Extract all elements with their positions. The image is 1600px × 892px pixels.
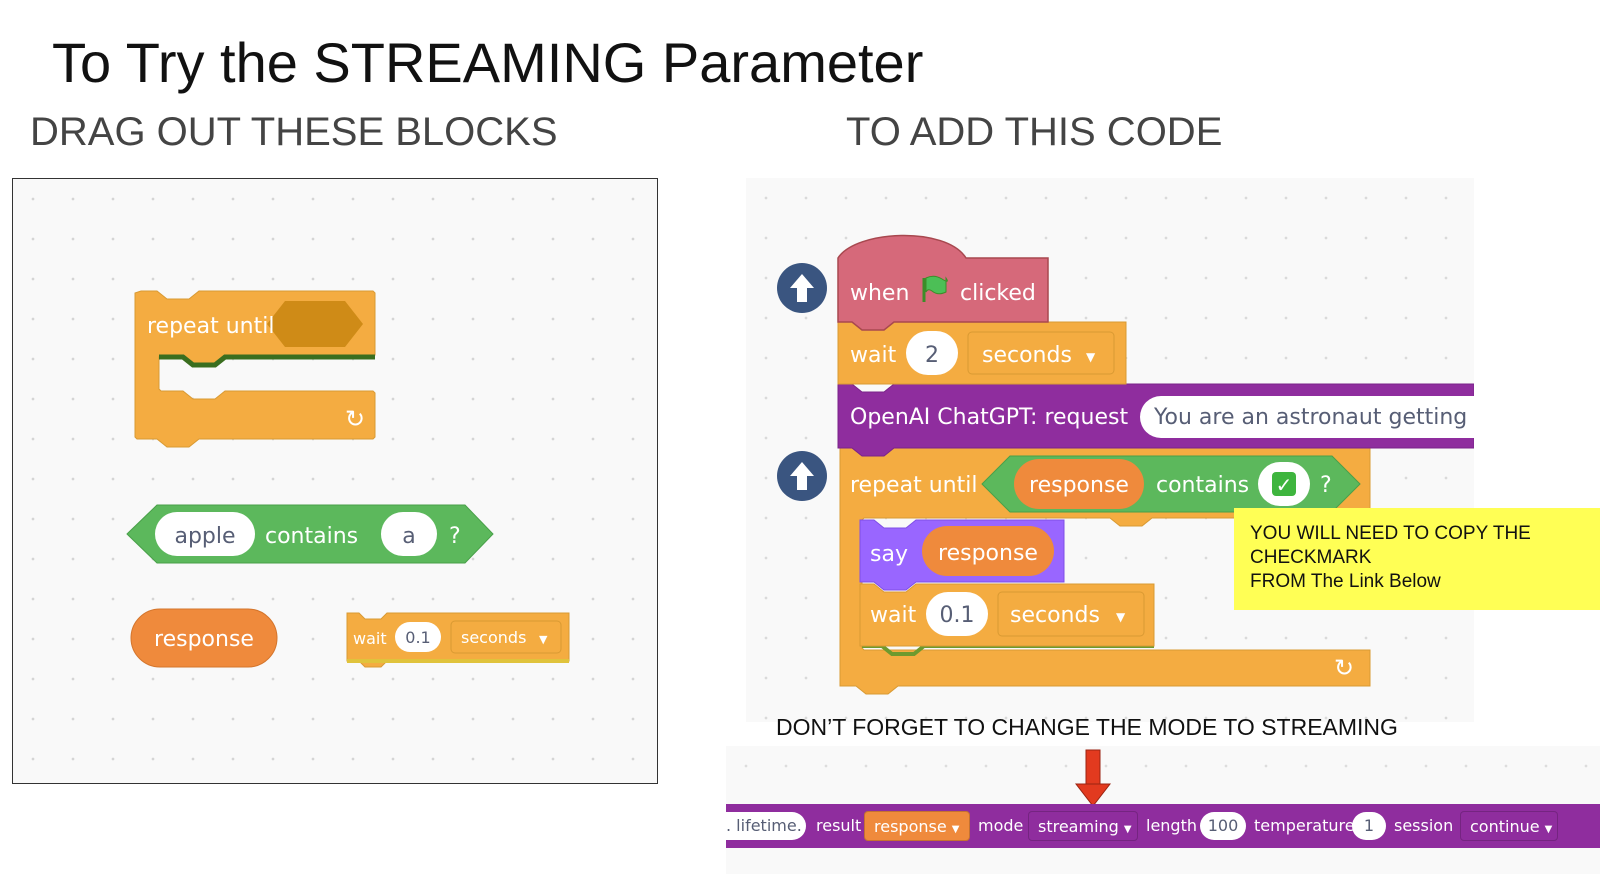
code-script: repeat until response contains ✓ ? ↻ say…	[777, 234, 1474, 695]
say-response-reporter[interactable]	[922, 526, 1054, 576]
mode-value: streaming	[1038, 817, 1119, 836]
temperature-input[interactable]: 1	[1352, 812, 1386, 840]
wait-value-small: 0.1	[405, 628, 430, 647]
session-value: continue	[1470, 817, 1540, 836]
say-label: say	[870, 542, 908, 567]
wait-unit-dropdown-small[interactable]	[450, 620, 562, 654]
wait-inner-unit: seconds	[1010, 603, 1100, 628]
wait-block-small[interactable]: wait 0.1 seconds ▼	[346, 612, 570, 668]
contains-right-input[interactable]	[381, 512, 437, 556]
wait-inner-value: 0.1	[940, 603, 975, 628]
openai-request-block[interactable]: OpenAI ChatGPT: request You are an astro…	[837, 383, 1474, 457]
left-heading: DRAG OUT THESE BLOCKS	[30, 110, 558, 154]
openai-request-label: OpenAI ChatGPT: request	[850, 405, 1128, 430]
mode-label: mode	[978, 816, 1024, 835]
repeat-until-label: repeat until	[147, 314, 274, 339]
blocks-palette-panel: repeat until ↻ apple contains a ? respon…	[12, 178, 658, 784]
prompt-input[interactable]	[1140, 396, 1474, 438]
response-reporter[interactable]	[1014, 459, 1144, 509]
contains-right-text: a	[402, 524, 415, 549]
checkmark-note: YOU WILL NEED TO COPY THE CHECKMARK FROM…	[1234, 508, 1600, 610]
wait-block-top[interactable]: wait 2 seconds ▼	[837, 321, 1127, 385]
green-flag-icon	[922, 275, 948, 302]
contains-left-text: apple	[174, 524, 235, 549]
clicked-label: clicked	[960, 281, 1036, 306]
parameters-stripe: . lifetime. result response ▼ mode strea…	[726, 804, 1600, 848]
checkmark-glyph: ✓	[1276, 473, 1293, 497]
streaming-reminder: DON’T FORGET TO CHANGE THE MODE TO STREA…	[776, 714, 1398, 740]
slide-title: To Try the STREAMING Parameter	[52, 31, 924, 94]
length-label: length	[1146, 816, 1197, 835]
wait-inner-label: wait	[870, 603, 917, 628]
temperature-label: temperature	[1254, 816, 1355, 835]
empty-boolean-slot[interactable]	[267, 301, 363, 347]
response-reporter-block[interactable]: response	[130, 608, 278, 668]
when-flag-clicked-block[interactable]: when clicked	[837, 234, 1049, 331]
say-response-label: response	[938, 541, 1038, 566]
result-value: response	[874, 817, 947, 836]
red-down-arrow-icon	[1074, 749, 1112, 807]
wait-inner-value-input[interactable]	[926, 592, 988, 636]
wait-value-input-small[interactable]	[395, 622, 441, 652]
right-heading: TO ADD THIS CODE	[846, 110, 1223, 154]
up-arrow-icon	[790, 462, 814, 490]
contains-left-input[interactable]	[155, 512, 255, 556]
repeat-until-block[interactable]: repeat until ↻	[134, 290, 376, 448]
up-arrow-icon	[790, 274, 814, 302]
say-block[interactable]: say response	[859, 519, 1065, 591]
dropdown-arrow-icon: ▼	[1116, 610, 1126, 624]
contains-operator-block[interactable]: apple contains a ?	[126, 504, 494, 564]
session-dropdown[interactable]: continue ▼	[1460, 811, 1558, 841]
move-up-button-1[interactable]	[777, 263, 827, 313]
length-input[interactable]: 100	[1200, 812, 1246, 840]
loop-arrow-icon: ↻	[345, 405, 365, 433]
wait-top-label: wait	[850, 343, 897, 368]
palette-blocks: repeat until ↻ apple contains a ? respon…	[126, 290, 570, 668]
mode-dropdown[interactable]: streaming ▼	[1028, 811, 1138, 841]
wait-top-unit-dropdown[interactable]	[967, 331, 1115, 375]
wait-top-value-input[interactable]	[906, 331, 958, 375]
lifetime-input[interactable]: . lifetime.	[726, 812, 806, 840]
condition-question-mark: ?	[1320, 473, 1332, 498]
contains-label: contains	[265, 524, 358, 549]
condition-contains-label: contains	[1156, 473, 1249, 498]
response-label: response	[154, 627, 254, 652]
dropdown-arrow-icon: ▼	[951, 824, 960, 835]
note-line-1: YOU WILL NEED TO COPY THE	[1250, 523, 1531, 544]
result-dropdown[interactable]: response ▼	[864, 811, 970, 841]
note-line-2: CHECKMARK	[1250, 547, 1372, 568]
checkmark-icon	[1272, 472, 1296, 496]
code-panel: repeat until response contains ✓ ? ↻ say…	[746, 178, 1474, 722]
result-label: result	[816, 816, 862, 835]
note-line-3: FROM The Link Below	[1250, 571, 1441, 592]
session-label: session	[1394, 816, 1454, 835]
wait-top-value: 2	[925, 343, 939, 368]
condition-response-label: response	[1029, 473, 1129, 498]
loop-arrow-icon: ↻	[1334, 654, 1354, 682]
dropdown-arrow-icon: ▼	[1086, 350, 1096, 364]
wait-top-unit: seconds	[982, 343, 1072, 368]
dropdown-arrow-icon: ▼	[539, 633, 548, 646]
wait-block-inner[interactable]: wait 0.1 seconds ▼	[859, 583, 1155, 647]
wait-inner-unit-dropdown[interactable]	[997, 591, 1145, 637]
dropdown-arrow-icon: ▼	[1123, 824, 1132, 835]
wait-unit-small: seconds	[461, 628, 526, 647]
contains-condition[interactable]: response contains ✓ ?	[981, 455, 1361, 513]
repeat-until-label: repeat until	[850, 473, 977, 498]
dropdown-arrow-icon: ▼	[1544, 824, 1553, 835]
prompt-text: You are an astronaut getting r	[1153, 405, 1474, 430]
when-label: when	[850, 281, 909, 306]
move-up-button-2[interactable]	[777, 451, 827, 501]
question-mark: ?	[449, 524, 461, 549]
wait-label-small: wait	[353, 629, 387, 648]
parameters-panel: . lifetime. result response ▼ mode strea…	[726, 746, 1600, 874]
